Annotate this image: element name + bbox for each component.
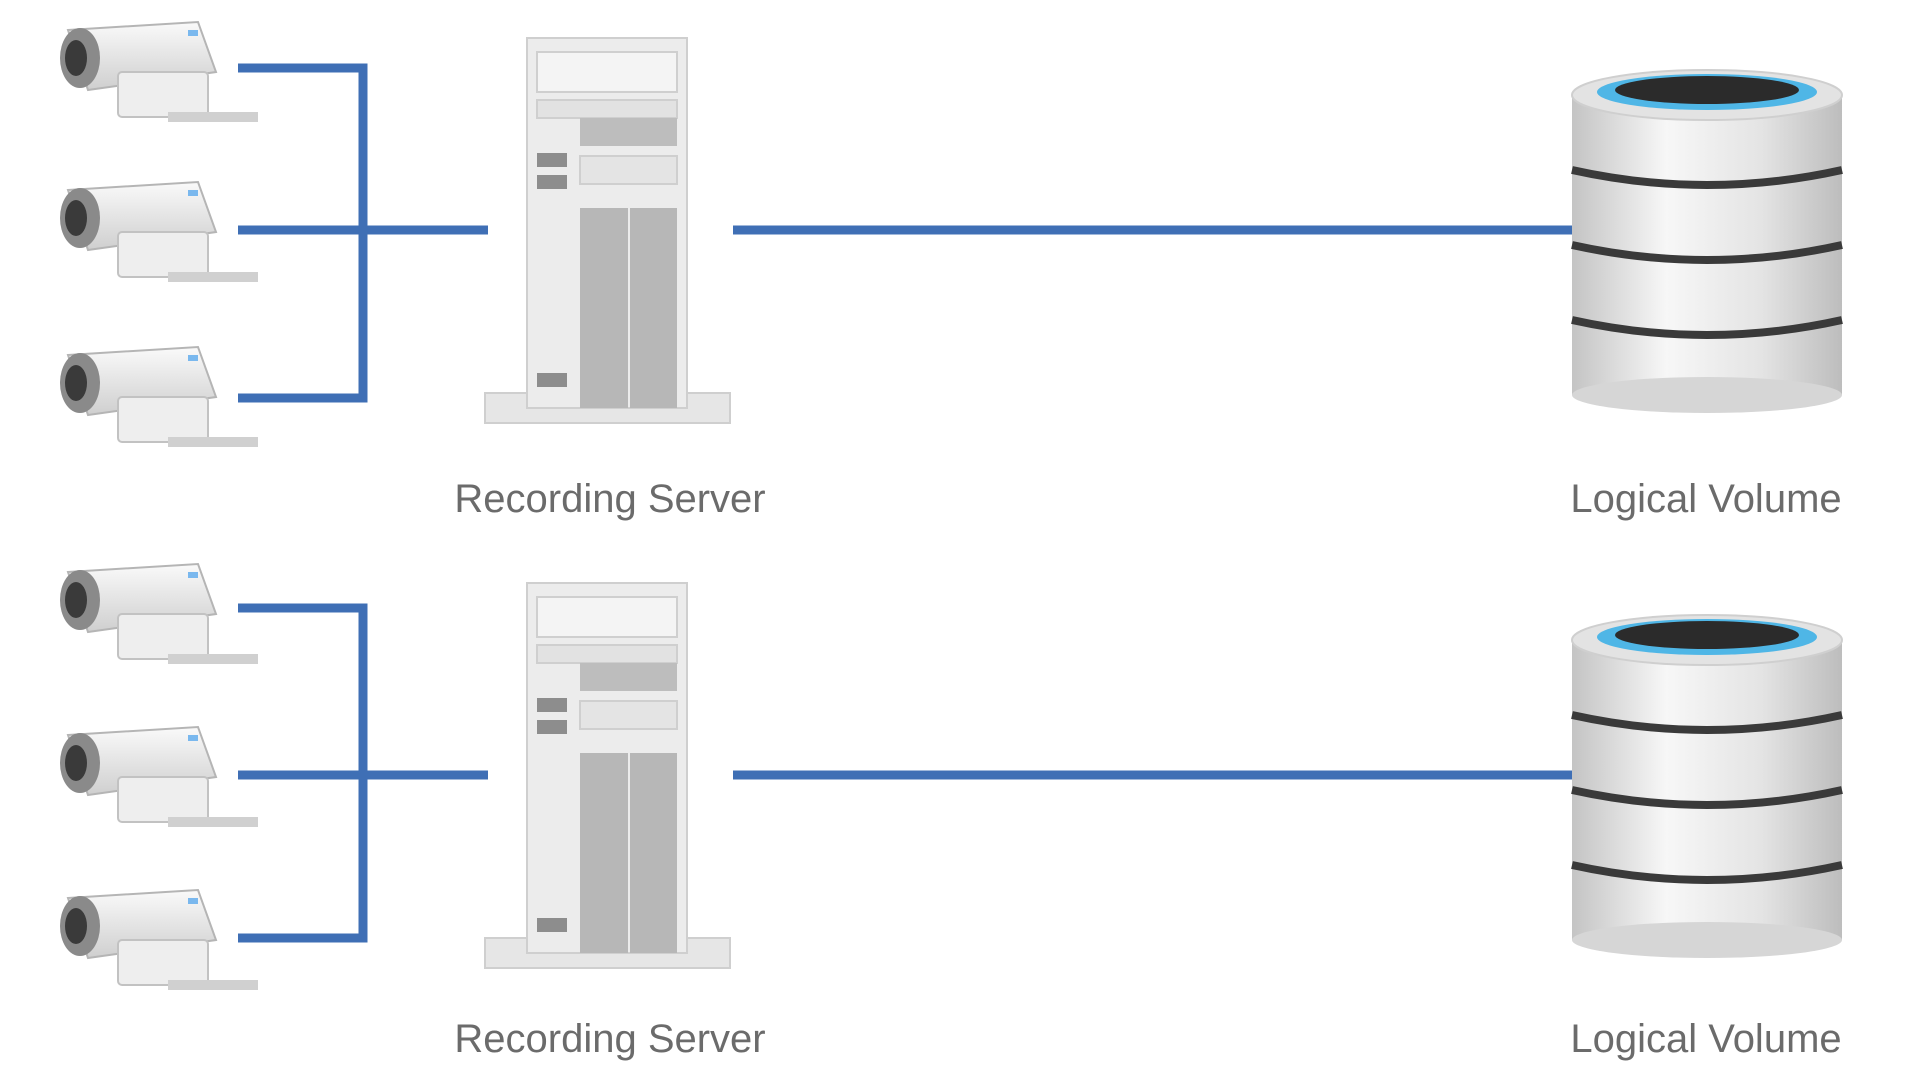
security-camera-icon xyxy=(60,345,258,447)
storage-label: Logical Volume xyxy=(1570,1017,1841,1061)
group-1: Recording Server Logical Volume xyxy=(60,20,1843,521)
security-camera-icon xyxy=(60,20,258,122)
server-label: Recording Server xyxy=(454,477,765,521)
security-camera-icon xyxy=(60,725,258,827)
storage-label: Logical Volume xyxy=(1570,477,1841,521)
camera-connector xyxy=(238,63,488,403)
database-icon xyxy=(1571,69,1843,413)
camera-connector xyxy=(238,603,488,943)
server-tower-icon xyxy=(484,582,731,969)
security-camera-icon xyxy=(60,562,258,664)
server-label: Recording Server xyxy=(454,1017,765,1061)
group-2: Recording Server Logical Volume xyxy=(60,562,1843,1061)
database-icon xyxy=(1571,614,1843,958)
server-tower-icon xyxy=(484,37,731,424)
security-camera-icon xyxy=(60,180,258,282)
security-camera-icon xyxy=(60,888,258,990)
